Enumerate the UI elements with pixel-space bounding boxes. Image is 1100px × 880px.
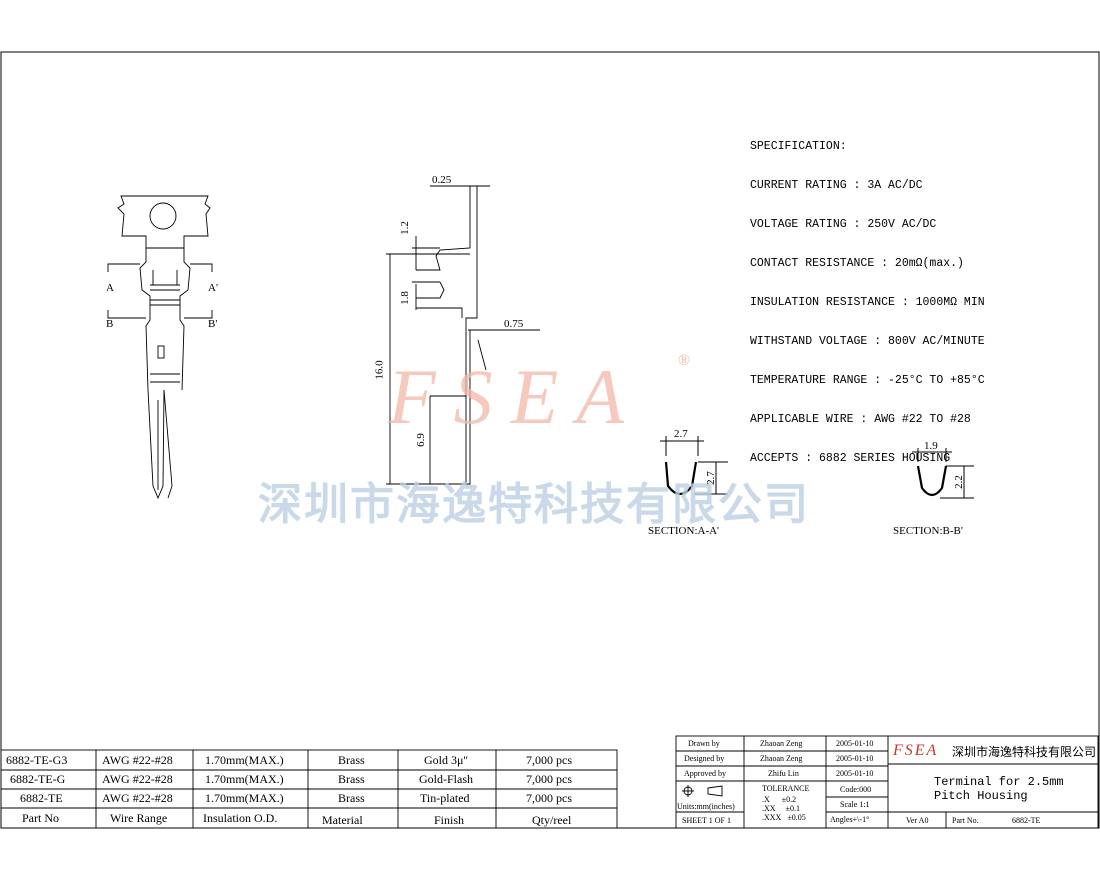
table-cell: 1.70mm(MAX.) xyxy=(205,753,284,767)
sheet-label: SHEET 1 OF 1 xyxy=(682,816,731,825)
table-header: Part No xyxy=(22,811,59,825)
table-cell: Gold 3μ'' xyxy=(424,753,468,767)
version-label: Ver A0 xyxy=(906,816,929,825)
table-cell: AWG #22-#28 xyxy=(102,791,173,805)
table-cell: Tin-plated xyxy=(420,791,470,805)
scale-label: Scale 1:1 xyxy=(840,800,870,809)
tolerance-xxx: .XXX ±0.05 xyxy=(762,813,806,822)
section-a-shape xyxy=(660,436,728,496)
units-label: Units:mm(inches) xyxy=(677,802,735,811)
part-no-value: 6882-TE xyxy=(1012,816,1041,825)
part-no-label: Part No. xyxy=(952,816,979,825)
front-view xyxy=(107,195,213,500)
registered-mark: ® xyxy=(678,352,691,369)
company-name: 深圳市海逸特科技有限公司 xyxy=(952,745,1097,759)
table-cell: 6882-TE-G xyxy=(10,772,66,786)
table-cell: 6882-TE-G3 xyxy=(6,753,68,767)
table-cell: 1.70mm(MAX.) xyxy=(205,791,284,805)
table-header: Insulation O.D. xyxy=(203,811,278,825)
table-cell: Brass xyxy=(338,753,365,767)
section-label-b-prime: B' xyxy=(208,318,218,330)
code-label: Code:000 xyxy=(840,785,872,794)
spec-line: TEMPERATURE RANGE : -25°C TO +85°C xyxy=(750,374,985,387)
designed-label: Designed by xyxy=(684,754,725,763)
section-b-width: 1.9 xyxy=(924,440,938,452)
tolerance-label: TOLERANCE xyxy=(762,784,810,793)
drawn-label: Drawn by xyxy=(688,739,720,748)
table-cell: 6882-TE xyxy=(20,791,63,805)
side-view xyxy=(386,185,540,485)
spec-line: APPLICABLE WIRE : AWG #22 TO #28 xyxy=(750,413,971,426)
specification-block: SPECIFICATION: CURRENT RATING : 3A AC/DC… xyxy=(750,114,985,478)
designed-date: 2005-01-10 xyxy=(836,754,874,763)
table-cell: Brass xyxy=(338,772,365,786)
spec-line: INSULATION RESISTANCE : 1000MΩ MIN xyxy=(750,296,985,309)
table-cell: 7,000 pcs xyxy=(526,753,572,767)
angles-label: Angles+\-1° xyxy=(830,815,870,824)
spec-line: CURRENT RATING : 3A AC/DC xyxy=(750,179,923,192)
drawing-title-line1: Terminal for 2.5mm xyxy=(934,775,1064,789)
spec-line: CONTACT RESISTANCE : 20mΩ(max.) xyxy=(750,257,964,270)
parts-table-grid xyxy=(0,749,618,829)
table-cell: 1.70mm(MAX.) xyxy=(205,772,284,786)
title-block-grid xyxy=(675,735,1099,829)
dim-top-width: 0.25 xyxy=(432,174,452,186)
company-watermark: 深圳市海逸特科技有限公司 xyxy=(258,479,810,530)
table-cell: Brass xyxy=(338,791,365,805)
section-a-title: SECTION:A-A' xyxy=(648,525,720,537)
designed-name: Zhaoan Zeng xyxy=(760,754,803,763)
table-cell: Gold-Flash xyxy=(419,772,473,786)
section-b-height: 2.2 xyxy=(952,475,965,489)
dim-pin: 6.9 xyxy=(414,433,427,447)
dim-tab: 1.2 xyxy=(398,221,411,235)
spec-line: VOLTAGE RATING : 250V AC/DC xyxy=(750,218,937,231)
section-b-shape xyxy=(912,448,974,499)
spec-line: SPECIFICATION: xyxy=(750,140,847,153)
company-brand: FSEA xyxy=(893,742,939,759)
brand-watermark: FSEA xyxy=(388,353,642,440)
dim-gap: 1.8 xyxy=(398,291,411,305)
table-header: Qty/reel xyxy=(532,813,572,827)
spec-line: WITHSTAND VOLTAGE : 800V AC/MINUTE xyxy=(750,335,985,348)
section-a-height: 2.7 xyxy=(704,471,717,485)
dim-offset: 0.75 xyxy=(504,318,524,330)
drawing-title-line2: Pitch Housing xyxy=(934,789,1028,803)
approved-name: Zhifu Lin xyxy=(768,769,799,778)
table-cell: 7,000 pcs xyxy=(526,791,572,805)
section-a-width: 2.7 xyxy=(674,428,688,440)
table-cell: AWG #22-#28 xyxy=(102,753,173,767)
tolerance-xx: .XX ±0.1 xyxy=(762,804,800,813)
section-label-a: A xyxy=(106,282,114,294)
drawn-name: Zhaoan Zeng xyxy=(760,739,803,748)
spec-line: ACCEPTS : 6882 SERIES HOUSING xyxy=(750,452,951,465)
table-header: Material xyxy=(322,813,363,827)
table-cell: 7,000 pcs xyxy=(526,772,572,786)
approved-date: 2005-01-10 xyxy=(836,769,874,778)
section-label-b: B xyxy=(106,318,114,330)
drawn-date: 2005-01-10 xyxy=(836,739,874,748)
table-header: Wire Range xyxy=(110,811,168,825)
tolerance-x: .X ±0.2 xyxy=(762,795,797,804)
dim-length: 16.0 xyxy=(373,360,386,380)
section-label-a-prime: A' xyxy=(208,282,218,294)
section-b-title: SECTION:B-B' xyxy=(893,525,963,537)
table-header: Finish xyxy=(434,813,465,827)
table-cell: AWG #22-#28 xyxy=(102,772,173,786)
approved-label: Approved by xyxy=(684,769,726,778)
